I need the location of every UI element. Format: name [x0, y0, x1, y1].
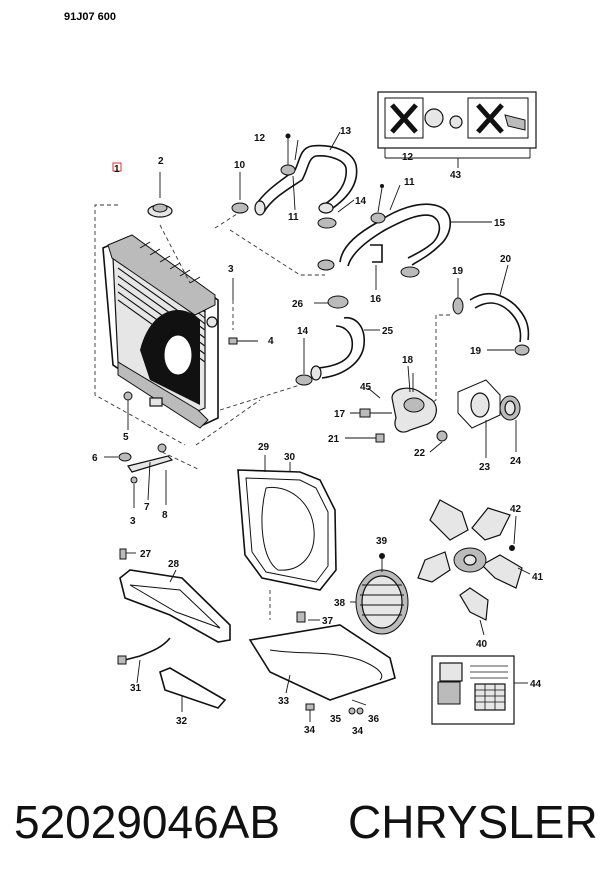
footer: 52029046AB CHRYSLER [0, 795, 600, 865]
radiator-cap [147, 172, 173, 218]
callout-37: 37 [322, 616, 334, 627]
lower-shield-32 [159, 667, 227, 712]
callout-43: 43 [450, 170, 462, 181]
callout-13: 13 [340, 126, 352, 137]
callout-4: 4 [268, 336, 274, 347]
bypass-hose [317, 184, 492, 278]
callout-11: 11 [288, 212, 299, 223]
radiator-bolts [228, 278, 258, 345]
callout-26: 26 [292, 299, 304, 310]
callout-3b: 3 [130, 516, 136, 527]
callout-30: 30 [284, 452, 296, 463]
callout-33: 33 [278, 696, 290, 707]
radiator-mounting [104, 391, 201, 508]
callout-8: 8 [162, 510, 168, 521]
callout-39: 39 [376, 536, 388, 547]
callout-42: 42 [510, 504, 522, 515]
callout-11b: 11 [404, 177, 415, 188]
callout-35: 35 [330, 714, 342, 725]
hose-clamp-10 [231, 172, 249, 214]
splash-shield-28 [119, 548, 231, 643]
callout-38: 38 [334, 598, 346, 609]
callout-labels: 1 2 3 4 5 6 7 8 3 10 11 12 13 14 12 11 1… [92, 126, 544, 737]
callout-20: 20 [500, 254, 512, 265]
part-number: 52029046AB [14, 796, 281, 848]
callout-29: 29 [258, 442, 270, 453]
fan-shroud [237, 455, 337, 620]
diagram-code: 91J07 600 [64, 11, 116, 23]
callout-22: 22 [414, 448, 426, 459]
callout-36: 36 [368, 714, 380, 725]
callout-41: 41 [532, 572, 544, 583]
brand-name: CHRYSLER [348, 796, 598, 848]
fan-clutch [350, 553, 409, 635]
callout-15: 15 [494, 218, 506, 229]
callout-16: 16 [370, 294, 382, 305]
callout-32: 32 [176, 716, 188, 727]
tie-strap [117, 637, 171, 684]
callout-10: 10 [234, 160, 246, 171]
callout-18: 18 [402, 355, 414, 366]
callout-14b: 14 [297, 326, 309, 337]
warning-label-43 [377, 91, 537, 168]
callout-31: 31 [130, 683, 142, 694]
callout-23: 23 [479, 462, 491, 473]
callout-27: 27 [140, 549, 152, 560]
hose-bracket [370, 244, 383, 290]
callout-6: 6 [92, 453, 98, 464]
callout-45: 45 [360, 382, 372, 393]
callout-21: 21 [328, 434, 340, 445]
callout-5: 5 [123, 432, 129, 443]
callout-19b: 19 [470, 346, 482, 357]
callout-12b: 12 [402, 152, 414, 163]
cooling-fan [417, 499, 531, 636]
callout-7: 7 [144, 502, 150, 513]
callout-2: 2 [158, 156, 164, 167]
callout-44: 44 [530, 679, 542, 690]
callout-17: 17 [334, 409, 346, 420]
radiator [94, 162, 325, 446]
callout-3: 3 [228, 264, 234, 275]
upper-radiator-hose [254, 133, 358, 229]
callout-25: 25 [382, 326, 394, 337]
callout-19: 19 [452, 266, 464, 277]
heater-hose [452, 264, 530, 356]
lower-radiator-hose [295, 295, 380, 386]
callout-40: 40 [476, 639, 488, 650]
callout-12: 12 [254, 133, 266, 144]
callout-34b: 34 [352, 726, 364, 737]
callout-34: 34 [304, 725, 316, 736]
warning-label-44 [431, 655, 528, 725]
callout-28: 28 [168, 559, 180, 570]
callout-24: 24 [510, 456, 522, 467]
callout-14: 14 [355, 196, 367, 207]
callout-1: 1 [114, 164, 120, 175]
splash-shield-33 [248, 611, 396, 722]
thermostat-housing [345, 314, 521, 458]
